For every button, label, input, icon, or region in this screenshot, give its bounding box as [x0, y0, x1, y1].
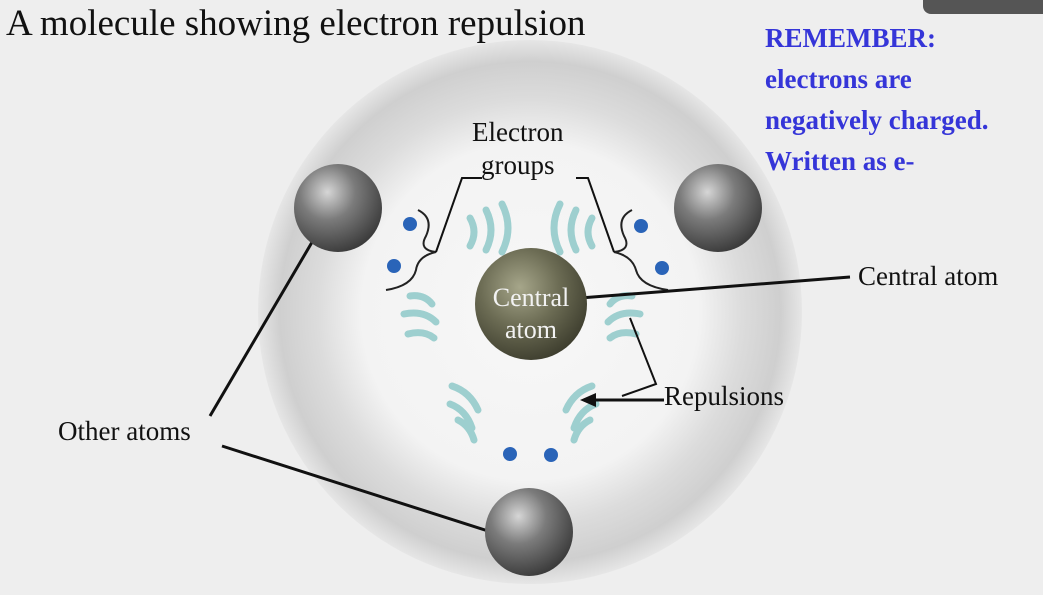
repulsion-arc: [448, 382, 482, 414]
repulsion-arc: [570, 416, 594, 444]
leader-lines: [208, 177, 851, 540]
repulsions-label: Repulsions: [664, 381, 785, 411]
electron-groups-label-line-1: Electron: [472, 117, 564, 147]
outer-atom-upper-left: [294, 164, 382, 252]
central-atom-inner-line-2: atom: [505, 315, 557, 344]
repulsion-arc: [454, 416, 478, 444]
central-atom: [475, 248, 587, 360]
outer-atom-bottom: [485, 488, 573, 576]
central-atom-inner-label: Central atom: [471, 282, 591, 346]
repulsion-arc: [604, 309, 644, 326]
repulsion-arc: [498, 200, 512, 256]
electron-dot: [403, 217, 417, 231]
electron-dot: [503, 447, 517, 461]
reminder-line-1: REMEMBER:: [765, 23, 936, 53]
repulsion-arc: [550, 200, 564, 256]
reminder-line-4: Written as e-: [765, 146, 915, 176]
central-atom-inner-line-1: Central: [492, 283, 570, 312]
reminder-line-3: negatively charged.: [765, 105, 989, 135]
electron-groups-label: Electron groups: [472, 116, 563, 182]
reminder-note: REMEMBER: electrons are negatively charg…: [765, 18, 1043, 182]
repulsion-arc: [404, 329, 438, 342]
leader-central-atom: [579, 275, 851, 300]
repulsions-arrowhead: [580, 393, 596, 407]
electron-dot: [634, 219, 648, 233]
leader-repulsions-upper: [621, 317, 658, 397]
repulsion-arcs: [400, 200, 644, 444]
electron-dot: [655, 261, 669, 275]
leader-other-atoms-lower: [221, 444, 511, 540]
leader-electron-groups-right: [576, 177, 615, 253]
other-atoms-label: Other atoms: [58, 416, 191, 446]
page-title: A molecule showing electron repulsion: [6, 3, 586, 44]
repulsion-arc: [406, 292, 436, 308]
repulsion-arc: [466, 214, 478, 250]
repulsion-arc: [446, 400, 476, 432]
electron-groups-label-line-2: groups: [480, 150, 555, 180]
outer-atom-upper-right: [674, 164, 762, 252]
central-atom-label: Central atom: [858, 261, 999, 291]
electron-dots: [387, 217, 669, 462]
repulsion-arc: [606, 329, 640, 342]
repulsion-arc: [482, 206, 495, 254]
electron-dot: [544, 448, 558, 462]
repulsion-arc: [606, 292, 636, 308]
reminder-line-2: electrons are: [765, 64, 912, 94]
leader-other-atoms-upper: [208, 231, 320, 417]
leader-electron-groups-left: [435, 177, 482, 253]
repulsion-arc: [400, 309, 440, 326]
window-corner-tab: [923, 0, 1043, 14]
electron-dot: [387, 259, 401, 273]
repulsion-arc: [562, 382, 596, 414]
repulsion-arc: [567, 206, 580, 254]
repulsion-arc: [584, 214, 596, 250]
